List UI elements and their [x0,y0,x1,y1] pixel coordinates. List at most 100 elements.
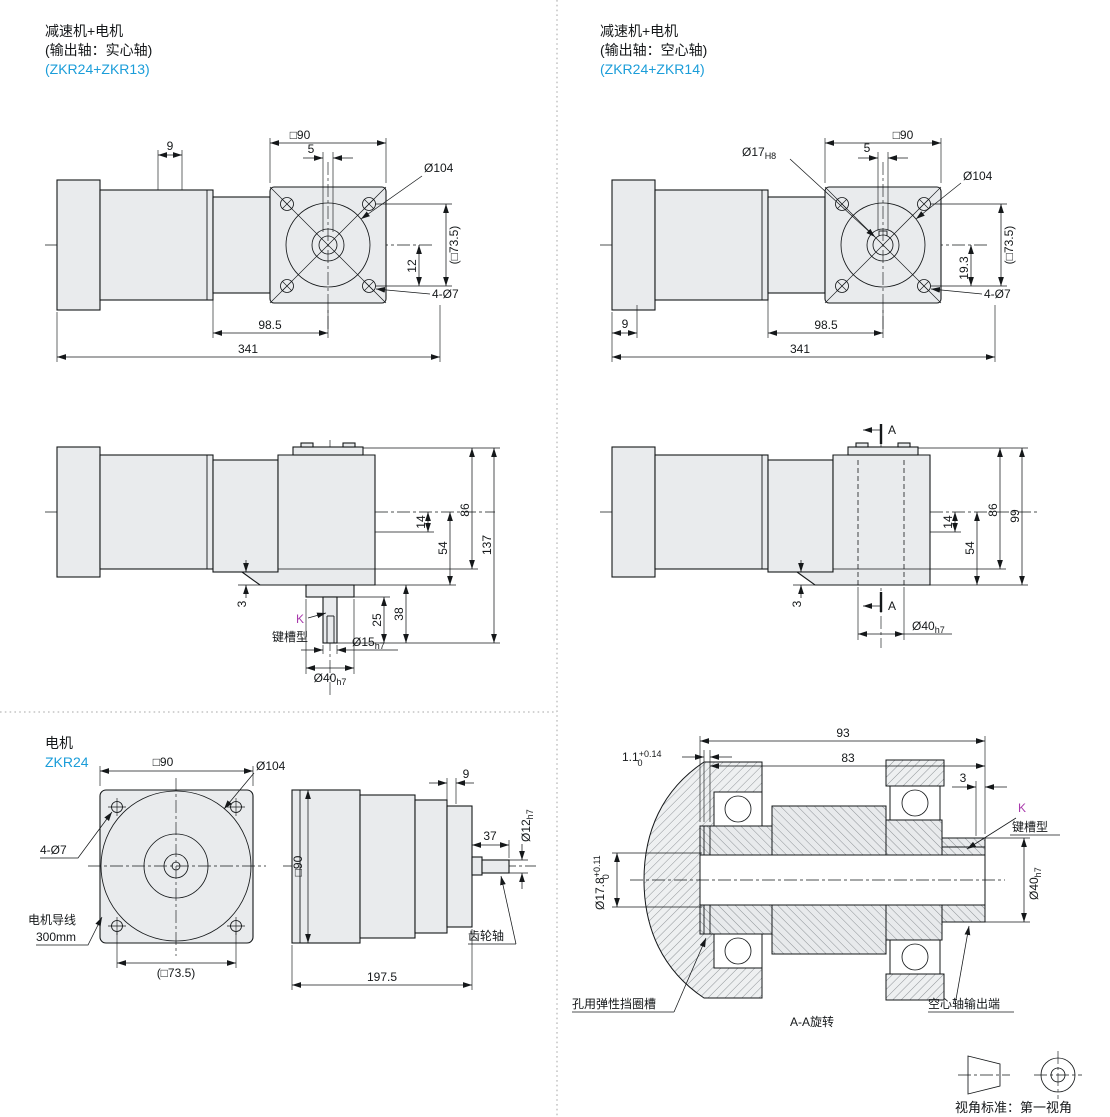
bl-dim-37: 37 [471,829,510,858]
tr-dim-9: 9 [612,305,638,338]
motor-body [654,454,769,570]
br-section-title: A-A旋转 [790,1014,834,1029]
tr-dim-holes: 4-Ø7 [930,287,1011,301]
bl-gear-shaft-label: 齿轮轴 [468,928,504,943]
br-keyway-k-label: K [1018,801,1026,815]
tl-dim-9: 9 [157,139,183,190]
bl-side-view: □90 9 37 Ø12h7 [283,767,536,990]
tl-dim-38-label: 38 [392,607,406,621]
tr-dim-d17-label: Ø17H8 [742,145,776,161]
motor-rear-housing [414,799,448,934]
tr-title-line2: (输出轴：空心轴) [600,42,707,58]
bl-dim-37-label: 37 [483,829,497,843]
bl-title: 电机 [45,735,73,751]
tr-dim-keyway-5: 5 [858,141,908,231]
motor-rear-cap [611,179,656,311]
gearbox-housing [767,459,834,573]
tr-dim-193-label: 19.3 [957,256,971,280]
tr-dim-9-label: 9 [622,317,629,331]
br-dim-groove-dia-label: Ø17.8+0.110 [592,855,611,910]
bl-dim-d12: Ø12h7 [509,809,535,889]
tl-dim-d40: Ø40h7 [305,599,355,687]
br-circlip-callout: 孔用弹性挡圈槽 [572,937,707,1013]
motor-body [654,189,769,301]
tl-dim-86: 86 [278,447,500,570]
tr-dim-5-label: 5 [864,141,871,155]
hollow-shaft-wall [699,825,773,856]
gear-shaft [481,859,510,874]
br-keyway-type-label: 键槽型 [1012,820,1048,834]
br-hollow-end-label: 空心轴输出端 [928,996,1000,1011]
tr-dim-d40-label: Ø40h7 [912,619,945,635]
projection-symbol: 视角标准：第一视角 [955,1051,1082,1115]
tr-dim-193: 19.3 [957,245,974,286]
gearbox-housing [212,196,271,294]
tl-dim-3-label: 3 [235,600,249,607]
bl-dim-9-label: 9 [463,767,470,781]
gearbox-housing [212,459,279,573]
tr-dim-sq735-label: (□73.5) [1002,226,1016,265]
motor-rear-cap [56,446,101,578]
projection-standard-note: 视角标准：第一视角 [955,1100,1072,1115]
tr-dim-14-label: 14 [941,515,955,529]
tr-dim-3: 3 [790,560,817,607]
motor-mid-housing [359,794,416,939]
bearing [889,785,941,821]
br-hollow-end-callout: 空心轴输出端 [928,925,1014,1013]
motor-rear-cap [56,179,101,311]
tr-dim-14: 14 [930,512,961,533]
tr-dim-d104: Ø104 [915,169,993,220]
tl-dim-sq90-label: □90 [290,128,311,142]
bl-lead-wire-callout: 电机导线 300mm [28,913,103,946]
tl-title-line2: (输出轴：实心轴) [45,42,152,58]
bl-dim-d12-label: Ø12h7 [519,809,535,842]
output-spigot-wall [941,904,986,923]
bl-dim-sq90-label: □90 [153,755,174,769]
tr-section-mark-top: A [863,423,896,444]
br-circlip-label: 孔用弹性挡圈槽 [572,997,656,1011]
bl-lead-wire-label: 电机导线 [28,913,76,927]
tr-dim-d40: Ø40h7 [857,587,952,640]
view-reducer-hollow-shaft: 减速机+电机 (输出轴：空心轴) (ZKR24+ZKR14) [600,23,1040,648]
bl-lead-wire-length: 300mm [36,930,76,944]
tl-dim-5-label: 5 [308,142,315,156]
tl-dim-86-label: 86 [458,503,472,517]
br-dim-93-label: 93 [836,726,850,740]
output-shaft [322,596,338,644]
tl-dim-keyway-5: 5 [303,142,353,232]
tr-dim-sq735: (□73.5) [930,203,1016,287]
tl-dim-341-label: 341 [238,342,258,356]
br-dim-83: 83 [703,750,985,822]
tl-keyway-k-label: K [296,612,304,626]
tl-side-view: K 键槽型 Ø15h7 Ø40h7 3 [45,440,500,695]
tr-dim-985: 98.5 [767,297,884,338]
tl-dim-54-label: 54 [436,541,450,555]
tr-dim-985-label: 98.5 [814,318,838,332]
tl-dim-d40-label: Ø40h7 [314,671,347,687]
motor-body [99,454,214,570]
hollow-shaft-wall [885,819,943,856]
bl-gear-shaft-callout: 齿轮轴 [468,875,517,945]
bearing [889,939,941,975]
tr-dim-sq90-label: □90 [893,128,914,142]
tl-dim-12: 12 [405,245,422,286]
view-reducer-solid-shaft: 减速机+电机 (输出轴：实心轴) (ZKR24+ZKR13) [45,23,500,695]
gearbox-housing [767,196,826,294]
hollow-shaft-wall [885,904,943,941]
br-dim-3-label: 3 [960,771,967,785]
tl-dim-sq90: □90 [269,128,387,183]
tr-section-mark-bottom: A [863,592,896,613]
worm-wheel-hub [771,805,887,856]
tr-dim-sq90: □90 [824,128,942,183]
frustum-icon [967,1055,1001,1095]
tl-dim-137-label: 137 [480,535,494,555]
motor-flange [99,789,254,944]
tr-dim-341: 341 [611,305,996,362]
motor-body [99,189,214,301]
bl-dim-holes-label: 4-Ø7 [40,843,67,857]
bl-front-view: □90 Ø104 4-Ø7 电机导线 300mm (□73.5) [28,755,286,980]
view-motor-only: 电机 ZKR24 □90 Ø104 [28,735,536,990]
mounting-boss [292,446,364,456]
tr-section-a-top-label: A [888,423,896,437]
